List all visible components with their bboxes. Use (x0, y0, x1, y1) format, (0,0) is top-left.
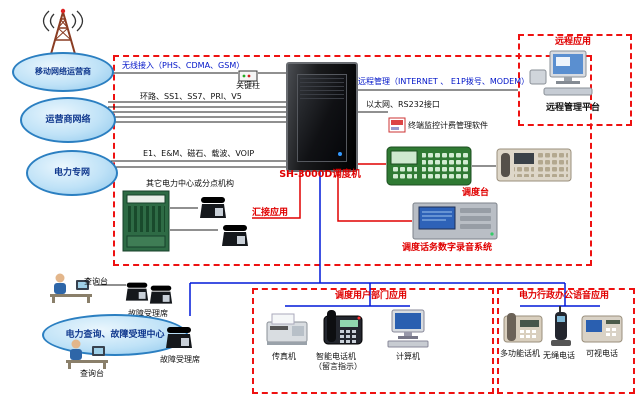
remote-computer-icon (528, 50, 608, 102)
power-network-label: 电力专网 (53, 167, 90, 178)
person-desk-icon (48, 270, 94, 308)
phone-icon (148, 283, 174, 311)
mobile-operator-label: 移动网络运营商 (35, 67, 91, 77)
admin-voice-title: 电力行政办公语音应用 (518, 291, 609, 301)
recorder-icon (412, 202, 498, 244)
multi-function-phone-icon (502, 310, 544, 350)
remote-app-title: 远程应用 (554, 37, 591, 47)
radio-tower-icon (34, 6, 92, 62)
multi-function-phone-label: 多功能话机 (500, 349, 540, 358)
operator-network-cloud: 运营商网络 (20, 97, 116, 143)
pbx-icon (122, 190, 170, 256)
green-console-icon (386, 146, 472, 190)
rack-vent (300, 78, 344, 100)
fault-desk-label-1: 故障受理席 (128, 309, 168, 318)
smart-phone-note: （留言指示） (314, 362, 362, 371)
trunk-lines-label: 环路、SS1、SS7、PRI、V5 (140, 92, 242, 101)
dispatch-switch-rack-icon (286, 62, 358, 172)
wireless-access-label: 无线接入（PHS、CDMA、GSM） (122, 61, 245, 70)
phone-icon (220, 222, 250, 254)
branch-centers-label: 其它电力中心或分点机构 (146, 179, 234, 188)
smart-phone-icon (320, 306, 364, 354)
ethernet-label: 以太网、RS232接口 (366, 100, 440, 109)
terminal-software-label: 终端监控计费管理软件 (408, 121, 488, 130)
tandem-app-label: 汇接应用 (252, 208, 289, 218)
videophone-icon (580, 310, 624, 350)
mobile-operator-cloud: 移动网络运营商 (12, 52, 114, 92)
computer-icon (384, 308, 432, 354)
rack-label: SH-3000D调度机 (279, 169, 361, 180)
query-desk-label-2: 查询台 (80, 369, 104, 378)
phone-icon (198, 194, 228, 226)
query-center-cloud: 电力查询、故障受理中心 (42, 314, 188, 356)
cordless-label: 无绳电话 (543, 351, 575, 360)
dispatch-users-title: 调度用户部门应用 (334, 291, 407, 301)
admin-voice-dashed-box (497, 288, 635, 394)
operator-network-label: 运营商网络 (45, 114, 91, 125)
phone-icon (124, 280, 150, 308)
cordless-icon (549, 304, 573, 352)
dispatch-users-dashed-box (252, 288, 494, 394)
power-trunk-label: E1、E&M、磁石、载波、VOIP (143, 149, 255, 158)
remote-mgmt-label: 远程管理（INTERNET 、 E1P拨号、MODEM） (358, 77, 530, 86)
videophone-label: 可视电话 (586, 349, 618, 358)
smart-phone-label: 智能电话机 (316, 352, 356, 361)
query-desk-label-1: 查询台 (84, 277, 108, 286)
computer-label: 计算机 (396, 352, 420, 361)
terminal-software-icon (388, 117, 406, 137)
power-network-cloud: 电力专网 (26, 150, 118, 196)
fault-desk-label-2: 故障受理席 (160, 355, 200, 364)
phone-icon (164, 324, 194, 356)
fax-icon (264, 308, 310, 352)
rack-led (338, 152, 342, 156)
gateway-box-icon (238, 67, 258, 86)
fax-label: 传真机 (272, 352, 296, 361)
gateway-label: 关键柱 (236, 81, 260, 90)
remote-platform-label: 远程管理平台 (545, 103, 600, 113)
person-desk-icon (64, 336, 110, 374)
query-center-label: 电力查询、故障受理中心 (65, 329, 165, 340)
console-label: 调度台 (462, 188, 490, 198)
beige-console-icon (496, 146, 572, 188)
remote-app-dashed-box (518, 34, 632, 126)
recording-system-label: 调度话务数字录音系统 (402, 243, 493, 253)
